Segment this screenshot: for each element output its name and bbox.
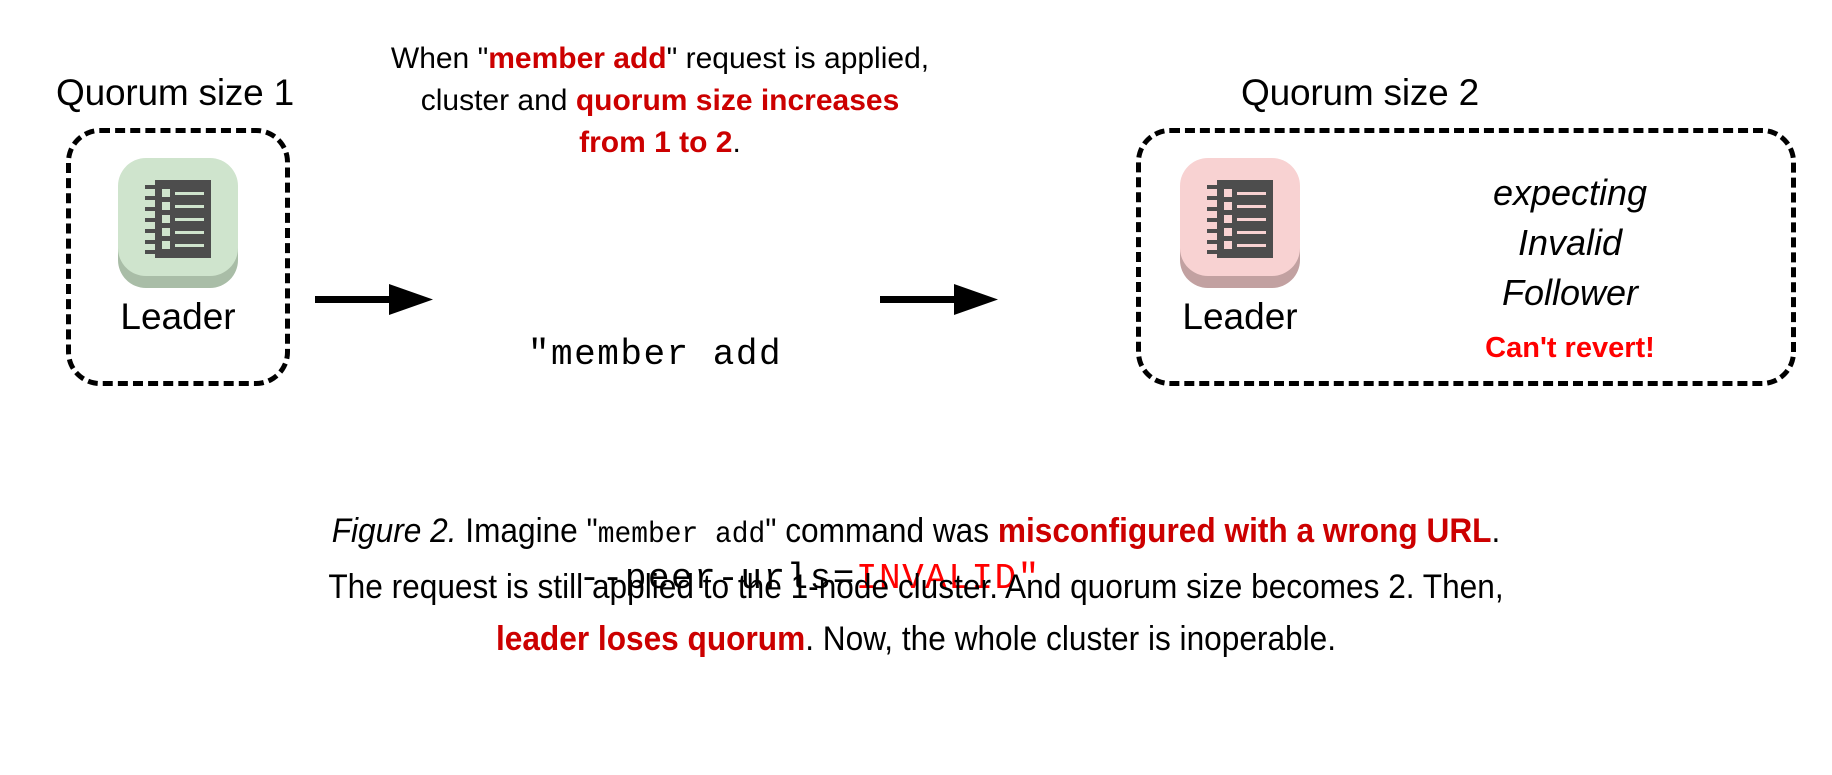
top-annotation-line-1: When "member add" request is applied, — [390, 42, 930, 75]
figure-canvas: Quorum size 1 — [56, 38, 1796, 665]
expected-follower-status: expecting Invalid Follower — [1420, 168, 1720, 318]
left-cluster-label: Quorum size 1 — [56, 72, 294, 113]
right-cluster-label: Quorum size 2 — [1241, 72, 1479, 113]
right-leader-node: Leader — [1090, 158, 1390, 338]
status-line-2: Invalid — [1517, 222, 1623, 263]
status-line-3: Follower — [1501, 272, 1639, 313]
command-line-2: --peer-urls=INVALID" — [578, 558, 1041, 599]
caption-line-3: leader loses quorum. Now, the whole clus… — [495, 620, 1337, 658]
right-cluster-box — [1136, 128, 1796, 386]
arrow-right-to-cluster — [880, 278, 1000, 327]
caption-line-1: Figure 2. Imagine "member add" command w… — [331, 512, 1501, 552]
caption-line-2: The request is still applied to the 1-no… — [328, 568, 1504, 606]
command-text: "member add --peer-urls=INVALID" — [440, 215, 1041, 775]
left-leader-node: Leader — [90, 158, 266, 338]
status-line-1: expecting — [1492, 172, 1648, 213]
figure-number: Figure 2. — [331, 512, 457, 550]
server-rack-icon — [1176, 158, 1304, 288]
top-annotation-line-3: from 1 to 2. — [579, 126, 741, 159]
left-node-role-label: Leader — [120, 296, 236, 337]
cant-revert-alert: Can't revert! — [1485, 332, 1655, 364]
invalid-url-token: INVALID" — [855, 558, 1041, 599]
top-annotation-line-2: cluster and quorum size increases — [420, 84, 900, 117]
left-cluster-box — [66, 128, 290, 386]
figure-caption: Figure 2. Imagine "member add" command w… — [64, 505, 1768, 665]
server-rack-icon — [114, 158, 242, 288]
top-annotation: When "member add" request is applied, cl… — [350, 38, 970, 164]
arrow-right-from-leader — [315, 278, 435, 327]
right-node-role-label: Leader — [1182, 296, 1298, 337]
command-line-1: "member add — [527, 334, 783, 375]
